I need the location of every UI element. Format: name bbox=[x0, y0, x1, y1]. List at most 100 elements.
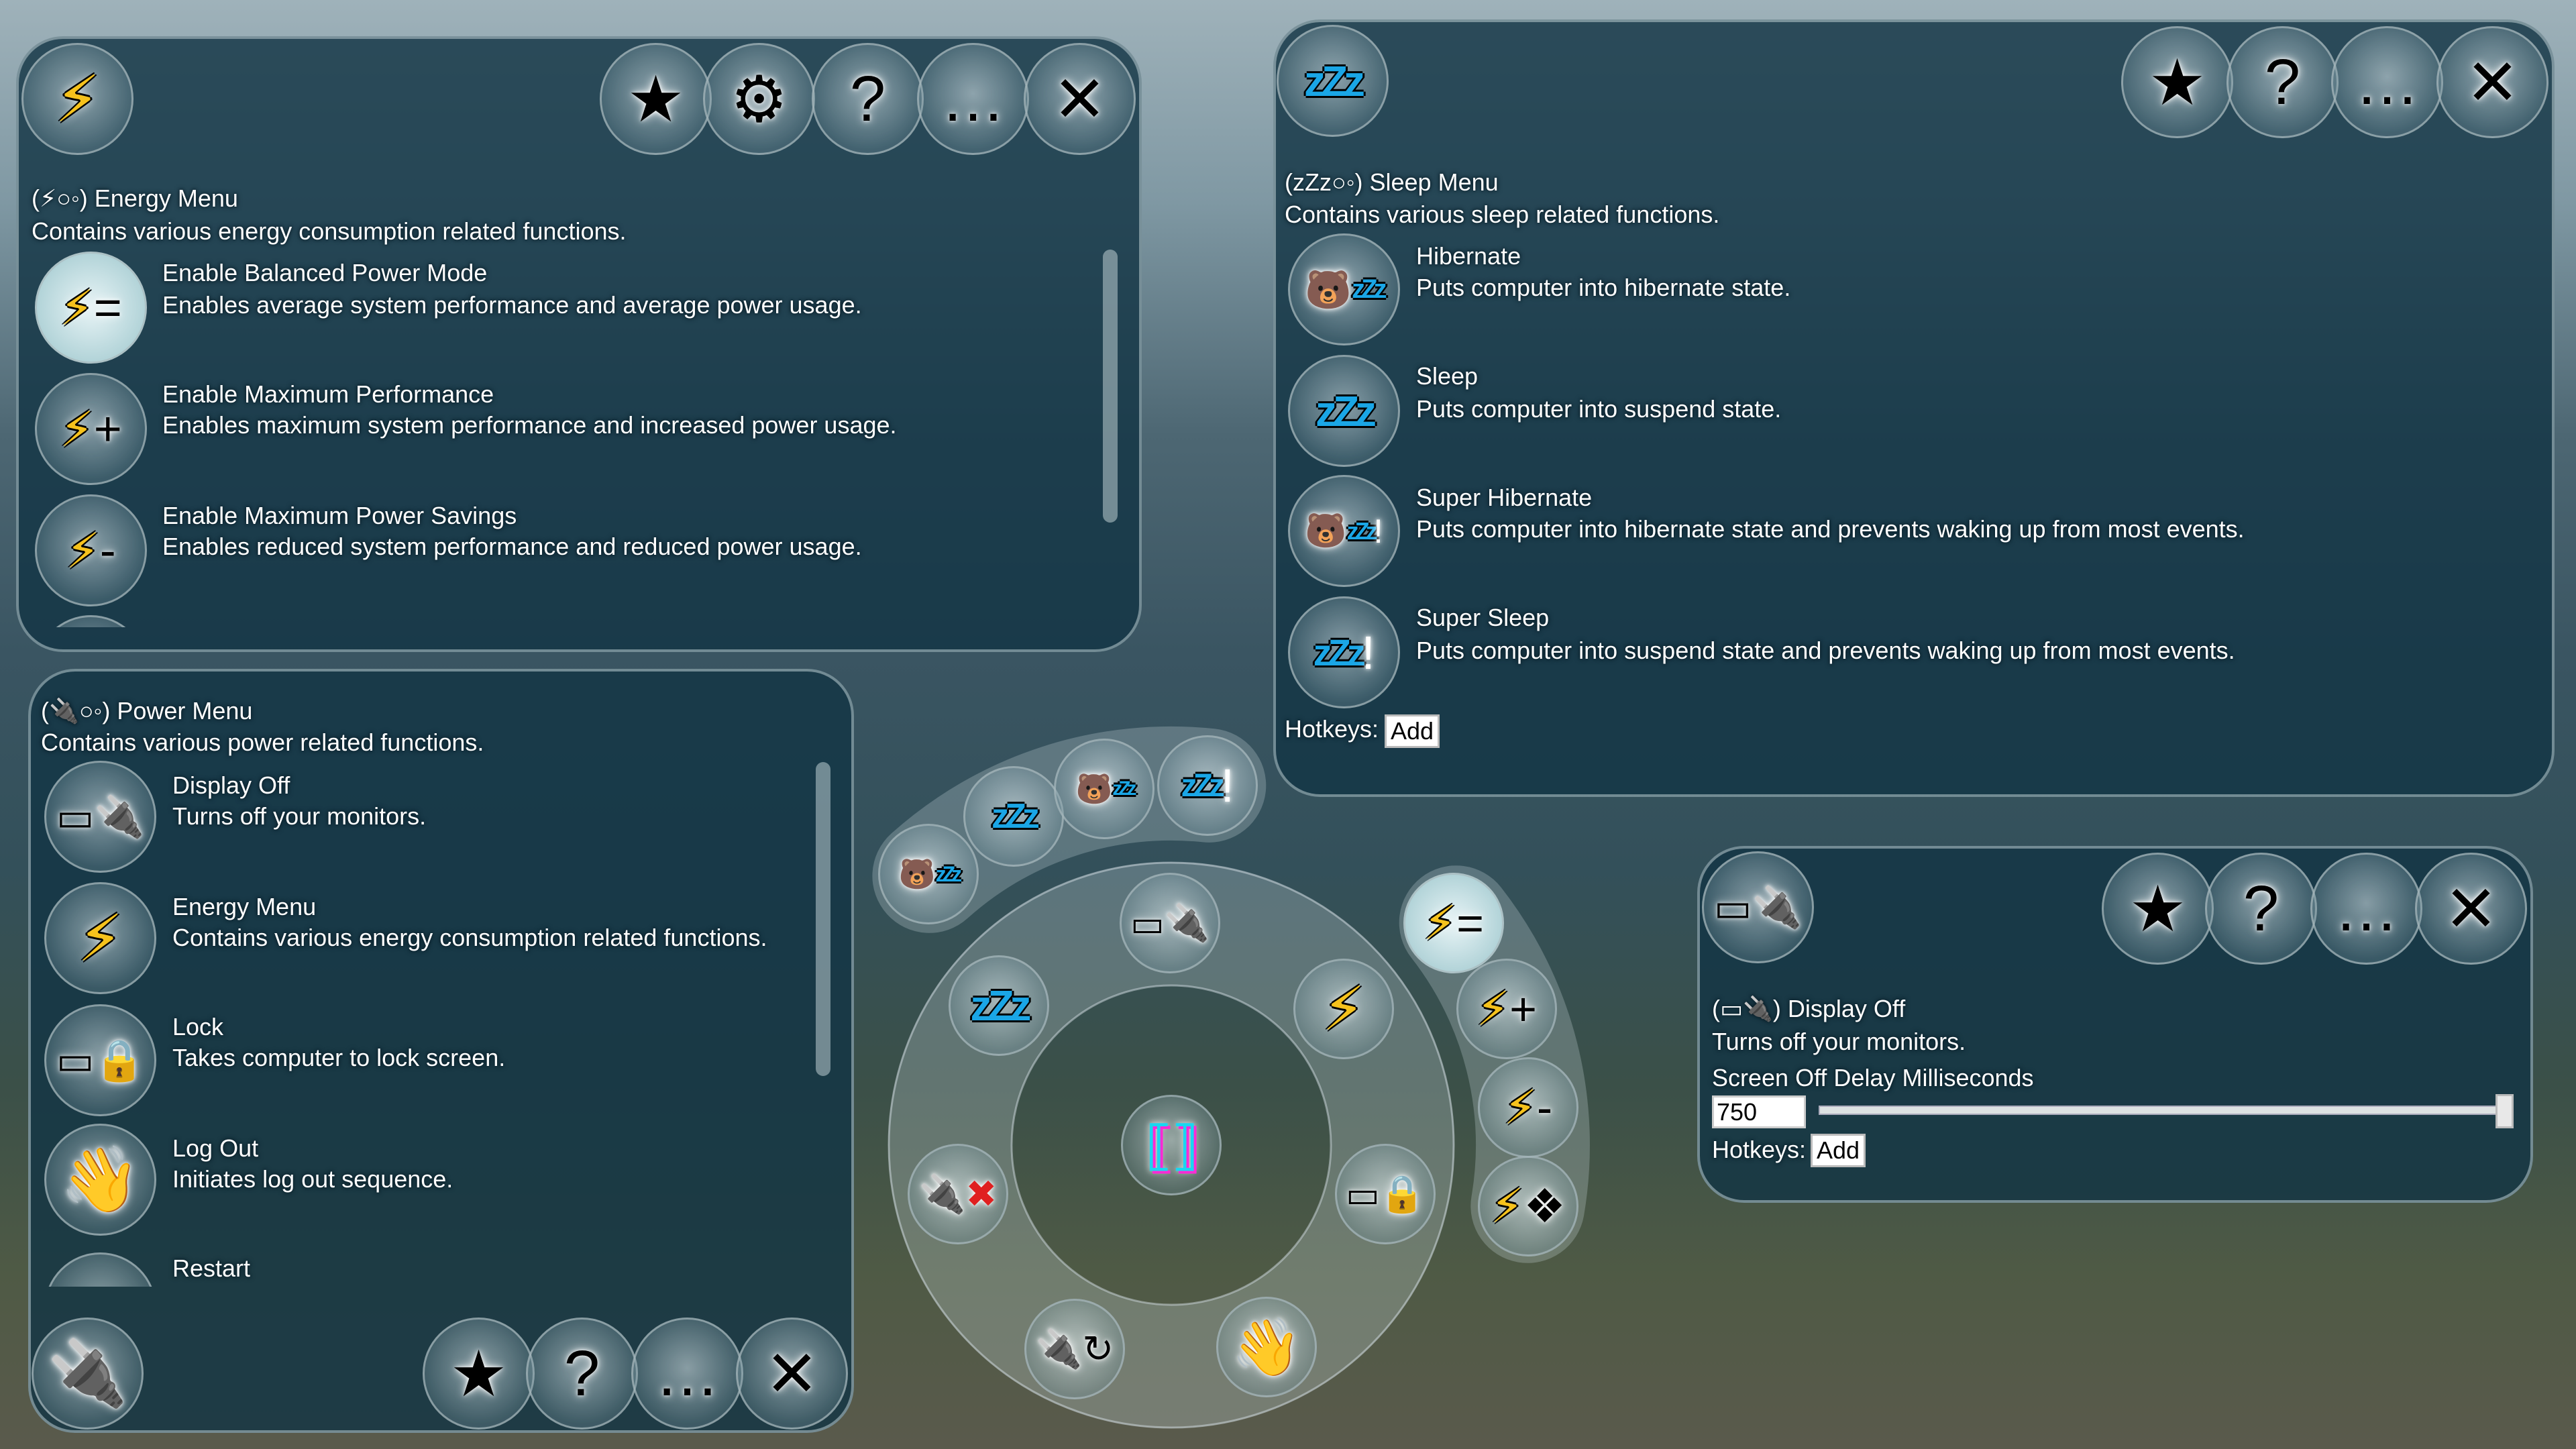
power-menu-scrollbar[interactable] bbox=[816, 762, 830, 1076]
add-hotkey-button[interactable]: Add bbox=[1811, 1134, 1866, 1167]
app-logo-icon: ⟦⟧ bbox=[1145, 1115, 1197, 1175]
balanced-power-icon[interactable]: ⚡= bbox=[35, 252, 147, 364]
list-item-title[interactable]: Hibernate bbox=[1416, 242, 1521, 270]
radial-sleep[interactable]: zZz bbox=[963, 766, 1064, 867]
radial-hibernate[interactable]: 🐻zZz bbox=[878, 824, 979, 924]
close-button[interactable]: ✕ bbox=[1024, 43, 1136, 155]
partial-list-item-icon[interactable] bbox=[35, 615, 147, 627]
more-button[interactable]: … bbox=[917, 43, 1029, 155]
lock-icon[interactable]: ▭🔒 bbox=[44, 1004, 156, 1116]
screen-off-delay-input[interactable] bbox=[1712, 1095, 1806, 1128]
power-menu-icon[interactable]: 🔌 bbox=[32, 1318, 144, 1430]
close-button[interactable]: ✕ bbox=[2415, 853, 2527, 965]
power-menu-panel bbox=[28, 669, 854, 1433]
hotkeys-label: Hotkeys: bbox=[1285, 715, 1379, 743]
list-item-description: Turns off your monitors. bbox=[172, 802, 427, 830]
sleep-menu-prefix: (zZz○◦) bbox=[1285, 168, 1363, 196]
list-item-title[interactable]: Enable Maximum Performance bbox=[162, 380, 494, 408]
radial-energy-menu[interactable]: ⚡ bbox=[1293, 959, 1394, 1059]
help-button[interactable]: ? bbox=[812, 43, 924, 155]
power-menu-prefix: (🔌○◦) bbox=[41, 697, 111, 724]
radial-super-sleep[interactable]: zZz! bbox=[1157, 735, 1258, 836]
more-button[interactable]: … bbox=[2310, 853, 2422, 965]
list-item-description: Enables average system performance and a… bbox=[162, 291, 862, 319]
energy-menu-description: Contains various energy consumption rela… bbox=[32, 217, 627, 245]
radial-power-savings[interactable]: ⚡- bbox=[1478, 1057, 1578, 1158]
list-item-description: Initiates log out sequence. bbox=[172, 1165, 453, 1193]
slider-thumb[interactable] bbox=[2496, 1094, 2514, 1128]
list-item-title[interactable]: Enable Maximum Power Savings bbox=[162, 502, 517, 529]
more-button[interactable]: … bbox=[631, 1318, 743, 1430]
help-button[interactable]: ? bbox=[2226, 26, 2339, 138]
radial-balanced-power[interactable]: ⚡= bbox=[1403, 873, 1504, 973]
list-item-description: Enables maximum system performance and i… bbox=[162, 411, 897, 439]
settings-button[interactable]: ⚙ bbox=[703, 43, 815, 155]
sleep-menu-icon[interactable]: zZz bbox=[1277, 25, 1389, 137]
favorite-button[interactable]: ★ bbox=[600, 43, 712, 155]
list-item-description: Puts computer into suspend state and pre… bbox=[1416, 637, 2235, 664]
add-hotkey-button[interactable]: Add bbox=[1385, 714, 1440, 748]
favorite-button[interactable]: ★ bbox=[2121, 26, 2233, 138]
restart-icon[interactable] bbox=[44, 1252, 156, 1287]
close-button[interactable]: ✕ bbox=[2436, 26, 2548, 138]
max-performance-icon[interactable]: ⚡+ bbox=[35, 373, 147, 485]
radial-max-performance[interactable]: ⚡+ bbox=[1456, 959, 1557, 1059]
list-item-title[interactable]: Energy Menu bbox=[172, 893, 317, 920]
energy-menu-list: ⚡= Enable Balanced Power Mode Enables av… bbox=[27, 241, 1100, 627]
list-item-title[interactable]: Enable Balanced Power Mode bbox=[162, 259, 488, 286]
power-savings-icon[interactable]: ⚡- bbox=[35, 494, 147, 606]
energy-menu-title: Energy Menu bbox=[94, 184, 238, 212]
list-item-description: Enables reduced system performance and r… bbox=[162, 533, 862, 560]
display-off-description: Turns off your monitors. bbox=[1712, 1028, 1966, 1055]
radial-center-logo[interactable]: ⟦⟧ bbox=[1121, 1095, 1222, 1195]
energy-menu-scrollbar[interactable] bbox=[1103, 250, 1118, 523]
sleep-menu-description: Contains various sleep related functions… bbox=[1285, 201, 1720, 228]
list-item-title[interactable]: Lock bbox=[172, 1013, 224, 1040]
log-out-icon[interactable]: 👋 bbox=[44, 1124, 156, 1236]
sleep-menu-panel bbox=[1273, 19, 2555, 797]
help-button[interactable]: ? bbox=[2205, 853, 2317, 965]
list-item-title[interactable]: Super Sleep bbox=[1416, 604, 1550, 631]
list-item-description: Puts computer into suspend state. bbox=[1416, 395, 1782, 423]
list-item-title[interactable]: Log Out bbox=[172, 1134, 259, 1162]
radial-sleep-menu[interactable]: zZz bbox=[949, 955, 1049, 1056]
favorite-button[interactable]: ★ bbox=[2102, 853, 2214, 965]
favorite-button[interactable]: ★ bbox=[423, 1318, 535, 1430]
screen-off-delay-slider[interactable] bbox=[1819, 1106, 2514, 1115]
radial-super-hibernate[interactable]: 🐻zZz bbox=[1054, 739, 1155, 839]
list-item-title[interactable]: Display Off bbox=[172, 771, 290, 799]
display-off-icon[interactable]: ▭🔌 bbox=[44, 761, 156, 873]
list-item-description: Puts computer into hibernate state and p… bbox=[1416, 515, 2245, 543]
help-button[interactable]: ? bbox=[526, 1318, 638, 1430]
more-button[interactable]: … bbox=[2331, 26, 2443, 138]
radial-shutdown[interactable]: 🔌✖ bbox=[908, 1144, 1008, 1244]
radial-log-out[interactable]: 👋 bbox=[1216, 1297, 1317, 1397]
power-menu-list: ▭🔌 Display Off Turns off your monitors. … bbox=[34, 758, 812, 1287]
screen-off-delay-label: Screen Off Delay Milliseconds bbox=[1712, 1064, 2034, 1091]
power-menu-title: Power Menu bbox=[117, 697, 253, 724]
list-item-title[interactable]: Super Hibernate bbox=[1416, 484, 1593, 511]
display-off-icon[interactable]: ▭🔌 bbox=[1702, 851, 1814, 963]
sleep-icon[interactable]: zZz bbox=[1288, 355, 1400, 467]
list-item-title[interactable]: Sleep bbox=[1416, 362, 1479, 390]
hibernate-icon[interactable]: 🐻zZz bbox=[1288, 233, 1400, 345]
super-hibernate-icon[interactable]: 🐻zZz! bbox=[1288, 475, 1400, 587]
super-sleep-icon[interactable]: zZz! bbox=[1288, 596, 1400, 708]
radial-energy-more[interactable]: ⚡❖ bbox=[1478, 1156, 1578, 1256]
energy-menu-icon[interactable]: ⚡ bbox=[44, 882, 156, 994]
display-off-prefix: (▭🔌) bbox=[1712, 995, 1781, 1022]
bolt-icon: ⚡ bbox=[54, 63, 101, 136]
close-button[interactable]: ✕ bbox=[736, 1318, 848, 1430]
list-item-description: Contains various energy consumption rela… bbox=[172, 924, 767, 951]
energy-menu-icon[interactable]: ⚡ bbox=[21, 43, 133, 155]
list-item-title[interactable]: Restart bbox=[172, 1254, 251, 1282]
list-item-description: Takes computer to lock screen. bbox=[172, 1044, 506, 1071]
power-menu-description: Contains various power related functions… bbox=[41, 729, 484, 756]
radial-restart[interactable]: 🔌↻ bbox=[1024, 1299, 1125, 1399]
hotkeys-label: Hotkeys: bbox=[1712, 1136, 1807, 1163]
radial-lock[interactable]: ▭🔒 bbox=[1335, 1144, 1436, 1244]
display-off-title: Display Off bbox=[1787, 995, 1906, 1022]
energy-menu-prefix: (⚡○◦) bbox=[32, 184, 88, 212]
list-item-description: Puts computer into hibernate state. bbox=[1416, 274, 1791, 301]
radial-display-off[interactable]: ▭🔌 bbox=[1120, 873, 1220, 973]
